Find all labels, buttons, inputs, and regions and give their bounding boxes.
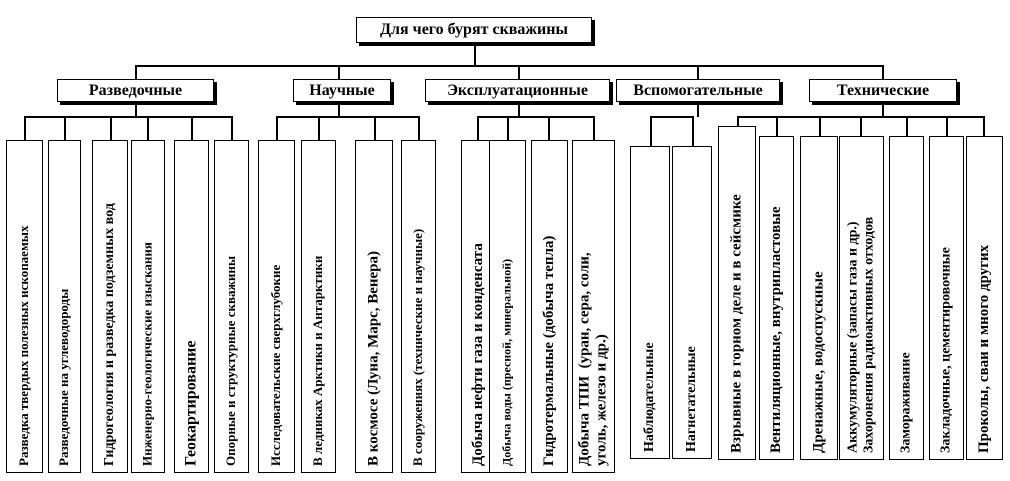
- connector-cat-1-up: [338, 65, 340, 79]
- connector-cat-0-down: [135, 101, 137, 117]
- connector-title-down: [474, 42, 476, 66]
- leaf-box: Дренажные, водоспускные: [800, 136, 838, 460]
- connector-leaf: [650, 116, 652, 146]
- leaf-label: Добыча нефти газа и конденсата: [469, 243, 486, 466]
- leaf-label: Опорные и структурные скважины: [223, 255, 239, 466]
- leaf-box: Разведочные на углеводороды: [48, 140, 81, 473]
- diagram-title: Для чего бурят скважины: [356, 17, 592, 43]
- connector-leaf: [860, 116, 862, 136]
- connector-leaf: [231, 116, 233, 140]
- leaf-box: Наблюдательные: [630, 146, 670, 459]
- connector-leaf: [147, 116, 149, 140]
- leaf-label: Дренажные, водоспускные: [810, 271, 827, 453]
- connector-leaf: [593, 116, 595, 140]
- connector-leaf: [418, 116, 420, 140]
- leaf-box: Замораживание: [889, 136, 924, 460]
- leaf-box: В ледниках Арктики и Антарктики: [301, 140, 336, 473]
- leaf-box: Гидротермальные (добыча тепла): [531, 140, 568, 473]
- leaf-label: В космосе (Луна, Марс, Венера): [365, 250, 382, 466]
- leaf-label: Гидрогеология и разведка подземных вод: [101, 203, 117, 466]
- category-nauchnye: Научные: [293, 79, 391, 102]
- leaf-label: Взрывные в горном деле и в сейсмике: [728, 194, 745, 453]
- leaf-box: Добыча ТПИ (уран, сера, соли, уголь, жел…: [572, 140, 615, 473]
- category-razvedochnye: Разведочные: [57, 79, 214, 102]
- connector-leaf: [276, 116, 278, 140]
- connector-leaf: [946, 116, 948, 136]
- connector-leaf: [477, 116, 479, 140]
- leaf-box: В космосе (Луна, Марс, Венера): [355, 140, 393, 473]
- category-ekspluatatsionnye: Эксплуатационные: [425, 79, 610, 102]
- leaf-box: Гидрогеология и разведка подземных вод: [92, 140, 128, 473]
- connector-leaf: [191, 116, 193, 140]
- category-tekhnicheskie: Технические: [809, 79, 957, 102]
- leaf-label: В ледниках Арктики и Антарктики: [310, 255, 326, 466]
- leaf-box: Добыча воды (пресной, минеральной): [489, 140, 526, 473]
- category-label: Эксплуатационные: [447, 81, 588, 99]
- connector-cat-3-down: [697, 101, 699, 117]
- connector-leaf: [318, 116, 320, 140]
- leaf-label: Разведка твердых полезных ископаемых: [16, 225, 32, 466]
- leaf-label: Вентиляционные, внутрипластовые: [767, 206, 784, 453]
- category-label: Вспомогательные: [633, 81, 763, 99]
- connector-cat-1-down: [338, 101, 340, 117]
- leaf-label: Замораживание: [898, 352, 914, 453]
- category-label: Технические: [836, 81, 930, 99]
- connector-cat-0-up: [135, 65, 137, 79]
- connector-leaf: [776, 116, 778, 136]
- leaf-box: Геокартирование: [174, 140, 209, 473]
- connector-group-3-bus: [650, 116, 694, 118]
- connector-leaf: [906, 116, 908, 136]
- connector-category-bus: [135, 65, 884, 67]
- leaf-box: Инженерно-геологические изыскания: [131, 140, 165, 473]
- connector-leaf: [692, 116, 694, 146]
- leaf-label: Инженерно-геологические изыскания: [139, 242, 155, 466]
- connector-cat-3-up: [697, 65, 699, 79]
- connector-leaf: [374, 116, 376, 140]
- leaf-box: Нагнетательные: [672, 146, 712, 459]
- connector-group-1-bus: [276, 116, 420, 118]
- leaf-label: Нагнетательные: [683, 346, 699, 452]
- category-label: Разведочные: [88, 81, 183, 99]
- connector-leaf: [507, 116, 509, 140]
- connector-leaf: [64, 116, 66, 140]
- leaf-label: Гидротермальные (добыча тепла): [540, 235, 557, 466]
- leaf-box: Проколы, сваи и много других: [966, 136, 1003, 460]
- connector-cat-4-down: [882, 101, 884, 117]
- leaf-label: В сооружениях (технические и научные): [410, 228, 426, 466]
- leaf-box: В сооружениях (технические и научные): [401, 140, 436, 473]
- leaf-box: Разведка твердых полезных ископаемых: [6, 140, 43, 473]
- connector-leaf: [24, 116, 26, 140]
- category-vspomogatelnye: Вспомогательные: [616, 79, 780, 102]
- leaf-label: Добыча ТПИ (уран, сера, соли, уголь, жел…: [576, 252, 610, 466]
- leaf-label: Закладочные, цементировочные: [938, 247, 954, 453]
- connector-leaf: [819, 116, 821, 136]
- connector-leaf: [737, 116, 739, 126]
- leaf-label: Геокартирование: [182, 340, 200, 466]
- leaf-box: Аккумуляторные (запасы газа и др.) Захор…: [839, 136, 884, 460]
- leaf-label: Добыча воды (пресной, минеральной): [499, 258, 514, 466]
- connector-leaf: [110, 116, 112, 140]
- connector-cat-4-up: [882, 65, 884, 79]
- leaf-label: Наблюдательные: [641, 342, 657, 452]
- leaf-box: Опорные и структурные скважины: [214, 140, 249, 473]
- connector-cat-2-down: [518, 101, 520, 117]
- connector-group-2-bus: [477, 116, 595, 118]
- diagram-title-text: Для чего бурят скважины: [380, 21, 568, 38]
- leaf-box: Взрывные в горном деле и в сейсмике: [718, 126, 756, 460]
- connector-cat-2-up: [518, 65, 520, 79]
- connector-leaf: [983, 116, 985, 136]
- leaf-label: Разведочные на углеводороды: [56, 288, 72, 466]
- connector-group-0-bus: [24, 116, 233, 118]
- leaf-box: Вентиляционные, внутрипластовые: [759, 136, 794, 460]
- leaf-label: Проколы, сваи и много других: [975, 244, 992, 453]
- leaf-label: Аккумуляторные (запасы газа и др.) Захор…: [845, 216, 877, 453]
- category-label: Научные: [309, 81, 375, 99]
- leaf-label: Исследовательские сверхглубокие: [268, 264, 284, 466]
- connector-leaf: [548, 116, 550, 140]
- leaf-box: Закладочные, цементировочные: [929, 136, 964, 460]
- leaf-box: Исследовательские сверхглубокие: [258, 140, 295, 473]
